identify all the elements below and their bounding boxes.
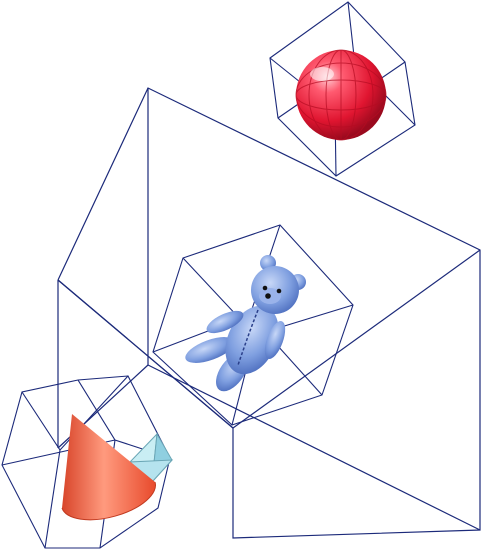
large-wireframe-box <box>57 87 481 539</box>
blue-teddy-bear <box>185 255 306 392</box>
orange-cone <box>61 414 156 521</box>
cyan-pyramid <box>128 432 174 484</box>
red-sphere <box>295 49 387 141</box>
